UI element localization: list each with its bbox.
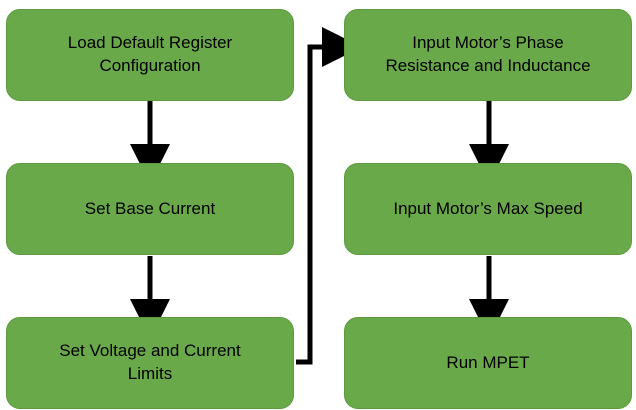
node-label: Input Motor’s Phase Resistance and Induc…: [385, 33, 591, 75]
connector-voltage-limits-to-phase-resistance: [296, 27, 362, 365]
node-label: Input Motor’s Max Speed: [393, 198, 583, 218]
node-input-motors-phase-resistance-and-inductance[interactable]: Input Motor’s Phase Resistance and Induc…: [344, 9, 632, 101]
node-label: Run MPET: [446, 352, 530, 372]
node-load-default-register-configuration[interactable]: Load Default Register Configuration: [6, 9, 294, 101]
node-run-mpet[interactable]: Run MPET: [344, 317, 632, 409]
node-set-voltage-and-current-limits[interactable]: Set Voltage and Current Limits: [6, 317, 294, 409]
node-label: Set Voltage and Current Limits: [59, 341, 241, 383]
node-set-base-current[interactable]: Set Base Current: [6, 163, 294, 255]
node-label: Load Default Register Configuration: [67, 33, 233, 75]
node-input-motors-max-speed[interactable]: Input Motor’s Max Speed: [344, 163, 632, 255]
node-label: Set Base Current: [84, 198, 216, 218]
